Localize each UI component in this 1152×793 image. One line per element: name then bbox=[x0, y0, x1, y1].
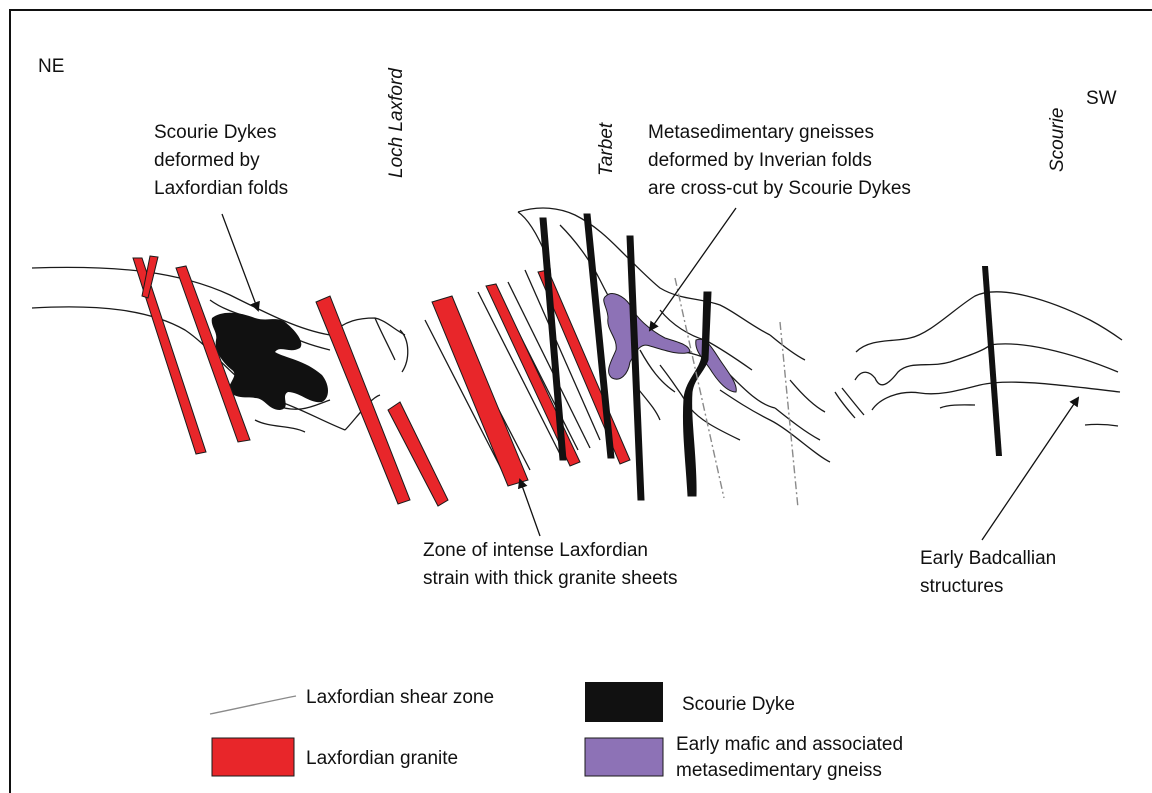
legend-dyke-swatch bbox=[585, 682, 663, 722]
annotation-metasedimentary: Metasedimentary gneisses deformed by Inv… bbox=[648, 122, 911, 330]
annotation-line: Laxfordian folds bbox=[154, 178, 288, 199]
annotation-line: Early Badcallian bbox=[920, 548, 1056, 569]
legend-mafic-label: metasedimentary gneiss bbox=[676, 760, 882, 781]
legend-granite-label: Laxfordian granite bbox=[306, 748, 458, 769]
place-tarbet: Tarbet bbox=[596, 122, 617, 176]
annotation-line: Metasedimentary gneisses bbox=[648, 122, 874, 143]
legend-mafic-swatch bbox=[585, 738, 663, 776]
scourie-dyke bbox=[683, 292, 711, 496]
legend-shear-zone-label: Laxfordian shear zone bbox=[306, 687, 494, 708]
granite-sheet bbox=[316, 296, 410, 504]
orientation-sw: SW bbox=[1086, 88, 1117, 109]
scourie-dyke-right bbox=[982, 266, 1002, 456]
legend-granite-swatch bbox=[212, 738, 294, 776]
annotation-line: structures bbox=[920, 576, 1003, 597]
mafic-gneiss-bodies bbox=[604, 294, 736, 392]
annotation-scourie-dykes: Scourie Dykes deformed by Laxfordian fol… bbox=[154, 122, 288, 310]
annotation-line: strain with thick granite sheets bbox=[423, 568, 678, 589]
annotation-arrow bbox=[520, 480, 540, 536]
granite-sheets-middle bbox=[316, 270, 630, 506]
legend: Laxfordian shear zone Laxfordian granite… bbox=[210, 682, 903, 781]
annotation-line: deformed by Inverian folds bbox=[648, 150, 872, 171]
legend-mafic-label: Early mafic and associated bbox=[676, 734, 903, 755]
annotation-line: are cross-cut by Scourie Dykes bbox=[648, 178, 911, 199]
place-loch-laxford: Loch Laxford bbox=[386, 67, 407, 178]
annotation-line: Zone of intense Laxfordian bbox=[423, 540, 648, 561]
scourie-dyke bbox=[584, 214, 614, 458]
annotation-arrow bbox=[650, 208, 736, 330]
shear-zone-line bbox=[675, 278, 724, 498]
annotation-arrow bbox=[222, 214, 258, 310]
annotation-line: Scourie Dykes bbox=[154, 122, 277, 143]
place-scourie: Scourie bbox=[1047, 108, 1068, 172]
legend-dyke-label: Scourie Dyke bbox=[682, 694, 795, 715]
orientation-ne: NE bbox=[38, 56, 64, 77]
legend-shear-zone-swatch bbox=[210, 696, 296, 714]
annotation-line: deformed by bbox=[154, 150, 260, 171]
